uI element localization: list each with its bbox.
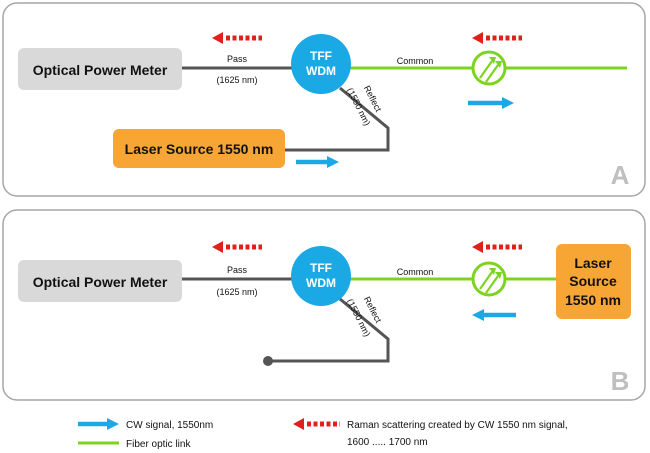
laser-source-line3: 1550 nm: [565, 292, 621, 308]
cw-arrow-common: [468, 97, 514, 109]
wdm-label-line2: WDM: [306, 64, 336, 78]
pass-label: Pass: [227, 265, 248, 275]
laser-source: [113, 129, 285, 168]
optical-power-meter-label: Optical Power Meter: [33, 274, 168, 290]
legend-raman-label-line2: 1600 ..... 1700 nm: [347, 437, 428, 448]
wdm-label-line1: TFF: [310, 261, 332, 275]
laser-source-line1: Laser: [574, 255, 612, 271]
optical-power-meter: [18, 260, 182, 302]
pass-wavelength: (1625 nm): [216, 287, 257, 297]
legend-fiber-link: Fiber optic link: [78, 439, 191, 450]
laser-source-label: Laser Source 1550 nm: [125, 141, 274, 157]
wdm-label-line1: TFF: [310, 49, 332, 63]
panel-letter: B: [611, 366, 630, 396]
raman-arrow-common: [472, 32, 522, 44]
reflect-fiber: [285, 86, 390, 152]
laser-source-line2: Source: [569, 273, 617, 289]
laser-source: [556, 244, 631, 319]
wdm-label-line2: WDM: [306, 276, 336, 290]
legend-raman-label-line1: Raman scattering created by CW 1550 nm s…: [347, 420, 568, 431]
legend-fiber-label: Fiber optic link: [126, 439, 191, 450]
tff-wdm: [291, 246, 351, 306]
legend-raman: Raman scattering created by CW 1550 nm s…: [293, 418, 568, 448]
inline-optical-component: [471, 261, 507, 297]
pass-wavelength: (1625 nm): [216, 75, 257, 85]
raman-arrow-pass: [212, 32, 262, 44]
legend-raman-swatch: [293, 418, 304, 430]
optical-power-meter-label: Optical Power Meter: [33, 62, 168, 78]
legend-cw-label: CW signal, 1550nm: [126, 420, 213, 431]
panel-a: Optical Power Meter TFF WDM Pass (1625 n…: [2, 2, 646, 197]
cw-arrow-common: [472, 309, 516, 321]
optical-power-meter: [18, 48, 182, 90]
legend: CW signal, 1550nm Fiber optic link Raman…: [78, 418, 568, 450]
reflect-fiber: [268, 297, 390, 363]
panel-letter: A: [611, 160, 630, 190]
raman-arrow-common: [472, 241, 522, 253]
tff-wdm: [291, 34, 351, 94]
cw-arrow-laser: [296, 156, 339, 168]
panel-b: Optical Power Meter TFF WDM Pass (1625 n…: [2, 209, 646, 401]
raman-arrow-pass: [212, 241, 262, 253]
panel-a-frame: [2, 2, 646, 197]
common-label: Common: [397, 267, 434, 277]
legend-cw-signal: CW signal, 1550nm: [78, 418, 213, 431]
common-label: Common: [397, 56, 434, 66]
pass-label: Pass: [227, 54, 248, 64]
fiber-end-terminator: [263, 356, 273, 366]
inline-optical-component: [471, 50, 507, 86]
